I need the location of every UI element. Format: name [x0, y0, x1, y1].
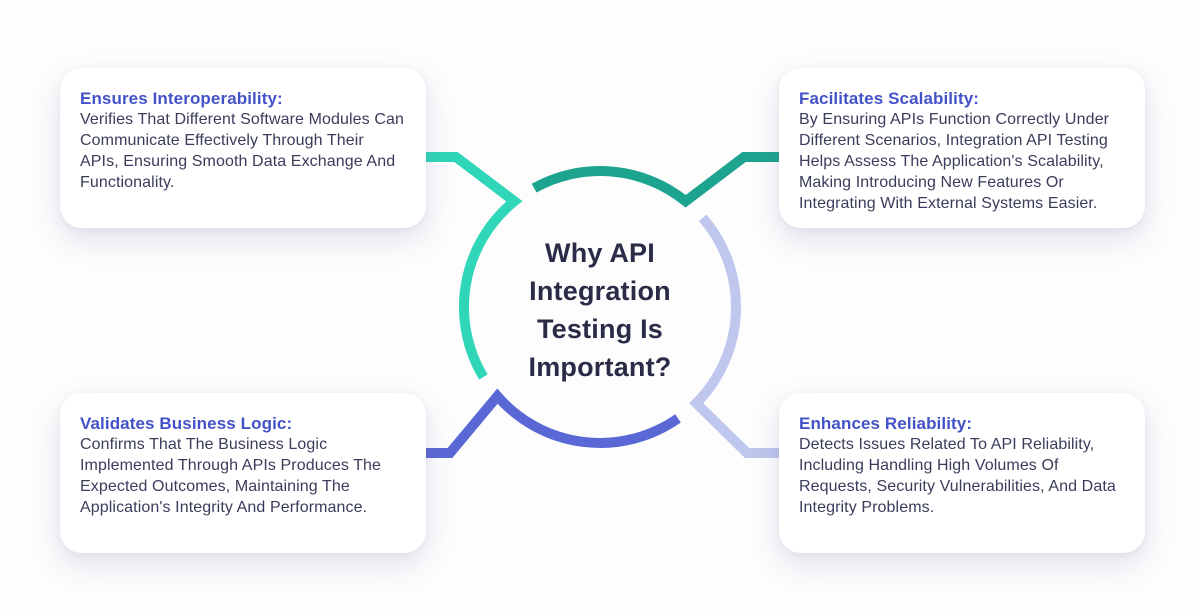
connector-arc-reliability	[689, 214, 781, 458]
card-title: Facilitates Scalability:	[799, 89, 980, 108]
connector-arc-scalability	[531, 152, 781, 208]
card-body: Verifies That Different Software Modules…	[80, 111, 404, 191]
card-ensures-interoperability: Ensures Interoperability: Verifies That …	[60, 68, 426, 228]
card-title: Validates Business Logic:	[80, 414, 293, 433]
center-title-line: Why API	[545, 238, 655, 268]
card-enhances-reliability: Enhances Reliability: Detects Issues Rel…	[779, 393, 1145, 553]
center-title-line: Integration	[529, 276, 671, 306]
card-body: Confirms That The Business Logic Impleme…	[80, 436, 382, 516]
card-body: By Ensuring APIs Function Correctly Unde…	[799, 111, 1110, 212]
card-title: Enhances Reliability:	[799, 414, 973, 433]
center-title-line: Important?	[528, 352, 672, 382]
connector-arc-interoperability	[424, 152, 523, 380]
card-validates-business-logic: Validates Business Logic: Confirms That …	[60, 393, 426, 553]
card-title: Ensures Interoperability:	[80, 89, 283, 108]
connector-arc-business-logic	[424, 388, 681, 458]
center-title-line: Testing Is	[536, 314, 664, 344]
center-question-title: Why API Integration Testing Is Important…	[470, 234, 730, 386]
card-facilitates-scalability: Facilitates Scalability: By Ensuring API…	[779, 68, 1145, 228]
card-body: Detects Issues Related To API Reliabilit…	[799, 436, 1116, 516]
